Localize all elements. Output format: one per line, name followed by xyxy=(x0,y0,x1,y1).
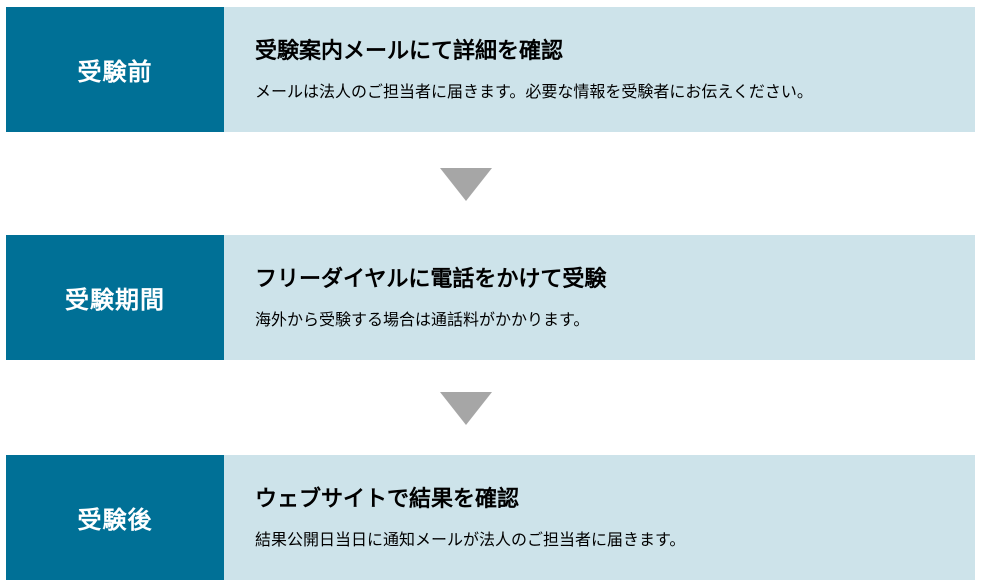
step-description: 結果公開日当日に通知メールが法人のご担当者に届きます。 xyxy=(255,530,686,550)
down-triangle-icon xyxy=(440,392,492,425)
step-after-exam: 受験後 ウェブサイトで結果を確認 結果公開日当日に通知メールが法人のご担当者に届… xyxy=(6,455,975,580)
step-heading: 受験案内メールにて詳細を確認 xyxy=(255,39,564,64)
step-description: メールは法人のご担当者に届きます。必要な情報を受験者にお伝えください。 xyxy=(255,82,813,102)
step-body: ウェブサイトで結果を確認 結果公開日当日に通知メールが法人のご担当者に届きます。 xyxy=(224,455,975,580)
step-label: 受験後 xyxy=(6,455,224,580)
step-before-exam: 受験前 受験案内メールにて詳細を確認 メールは法人のご担当者に届きます。必要な情… xyxy=(6,7,975,132)
step-exam-period: 受験期間 フリーダイヤルに電話をかけて受験 海外から受験する場合は通話料がかかり… xyxy=(6,235,975,360)
step-heading: ウェブサイトで結果を確認 xyxy=(255,487,520,512)
step-label: 受験前 xyxy=(6,7,224,132)
step-heading: フリーダイヤルに電話をかけて受験 xyxy=(255,267,607,292)
down-triangle-icon xyxy=(440,168,492,201)
step-body: 受験案内メールにて詳細を確認 メールは法人のご担当者に届きます。必要な情報を受験… xyxy=(224,7,975,132)
step-label: 受験期間 xyxy=(6,235,224,360)
step-body: フリーダイヤルに電話をかけて受験 海外から受験する場合は通話料がかかります。 xyxy=(224,235,975,360)
step-description: 海外から受験する場合は通話料がかかります。 xyxy=(255,310,590,330)
